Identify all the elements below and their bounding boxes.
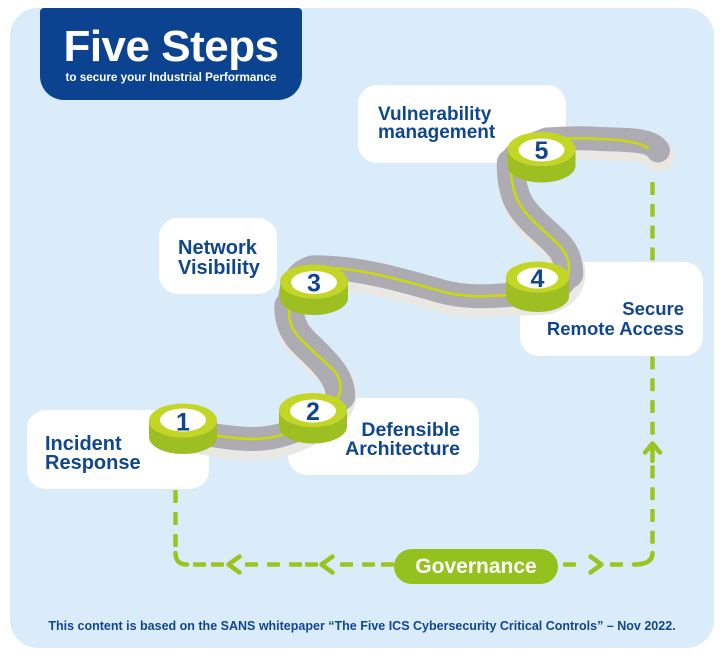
svg-text:3: 3 — [307, 270, 321, 298]
svg-text:4: 4 — [531, 265, 545, 293]
svg-text:2: 2 — [306, 398, 320, 426]
svg-text:1: 1 — [176, 409, 190, 437]
svg-text:5: 5 — [535, 137, 549, 165]
